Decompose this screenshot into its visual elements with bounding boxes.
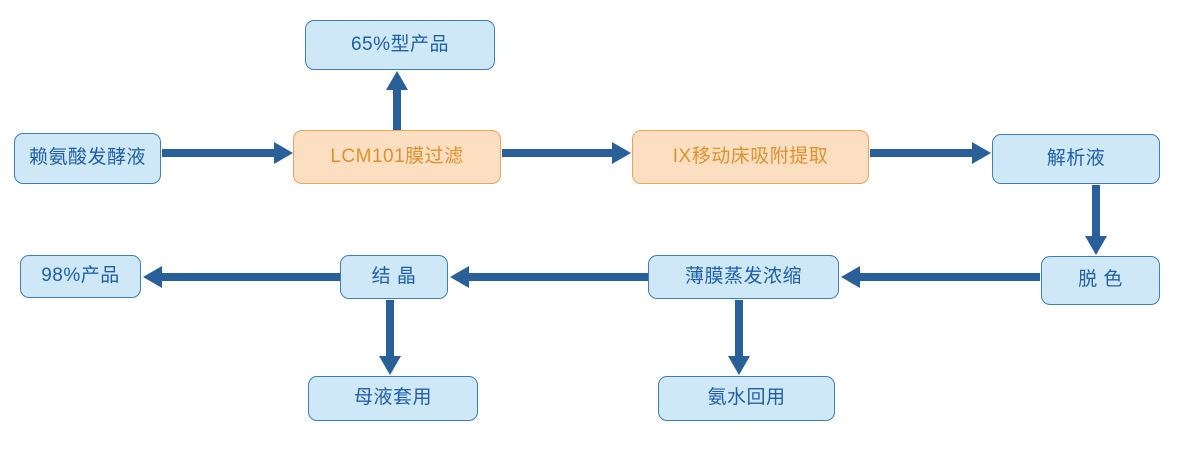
process-node-n10[interactable]: 母液套用: [308, 376, 478, 421]
process-node-n3[interactable]: LCM101膜过滤: [293, 130, 501, 184]
process-node-n6[interactable]: 脱 色: [1041, 256, 1160, 305]
arrow-connector: [870, 142, 991, 164]
arrow-connector: [143, 266, 340, 288]
arrow-connector: [1085, 185, 1107, 255]
process-node-n11[interactable]: 98%产品: [20, 255, 141, 298]
arrow-connector: [502, 142, 631, 164]
process-node-n7[interactable]: 薄膜蒸发浓缩: [648, 255, 839, 299]
node-label: 解析液: [1046, 147, 1106, 169]
node-label: LCM101膜过滤: [330, 145, 464, 167]
process-node-n2[interactable]: 65%型产品: [305, 20, 495, 70]
process-node-n4[interactable]: IX移动床吸附提取: [632, 130, 869, 184]
process-node-n1[interactable]: 赖氨酸发酵液: [14, 133, 161, 184]
node-label: 氨水回用: [707, 387, 786, 409]
node-label: 98%产品: [41, 265, 120, 287]
node-label: 薄膜蒸发浓缩: [684, 265, 802, 287]
process-node-n8[interactable]: 氨水回用: [658, 376, 835, 421]
node-label: 结 晶: [371, 265, 417, 287]
node-label: 赖氨酸发酵液: [28, 147, 146, 169]
node-label: 65%型产品: [350, 33, 450, 55]
arrow-connector: [728, 300, 750, 375]
arrow-connector: [841, 266, 1040, 288]
arrow-connector: [162, 142, 293, 164]
arrow-connector: [379, 300, 401, 375]
process-node-n5[interactable]: 解析液: [992, 134, 1160, 184]
arrow-connector: [386, 71, 408, 130]
process-node-n9[interactable]: 结 晶: [340, 255, 448, 299]
node-label: 脱 色: [1078, 269, 1123, 291]
node-label: 母液套用: [353, 387, 432, 409]
node-label: IX移动床吸附提取: [672, 145, 829, 167]
arrow-connector: [450, 266, 648, 288]
